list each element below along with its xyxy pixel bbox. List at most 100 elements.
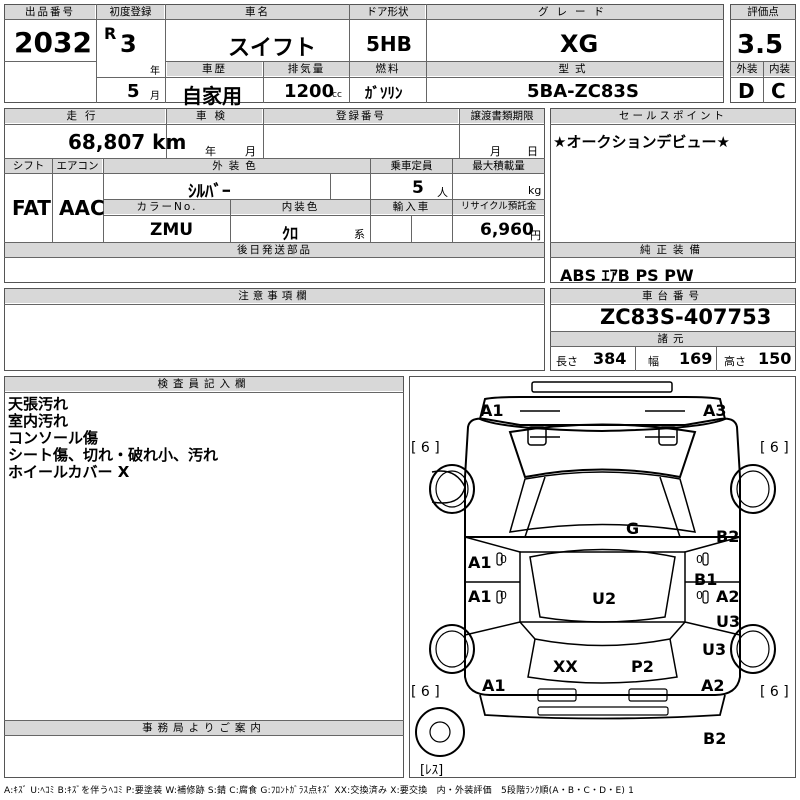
lot-number: 2032 bbox=[14, 26, 92, 59]
car-outline bbox=[415, 381, 776, 757]
remark-line: 天張汚れ bbox=[8, 395, 69, 413]
label-fr-bumper: A3 bbox=[703, 401, 727, 420]
remark-line: シート傷、切れ・破れ小、汚れ bbox=[8, 446, 219, 464]
sales-point-block bbox=[550, 108, 796, 283]
label-no-spare: [ﾚｽ] bbox=[420, 763, 444, 778]
transfer-day-unit: 日 bbox=[527, 145, 538, 158]
capacity-label: 乗車定員 bbox=[371, 159, 452, 173]
door-type: 5HB bbox=[366, 32, 412, 56]
fuel: ｶﾞｿﾘﾝ bbox=[365, 84, 403, 102]
chassis-number: ZC83S-407753 bbox=[600, 305, 772, 329]
transfer-month-unit: 月 bbox=[490, 145, 501, 158]
inspector-label: 検査員記入欄 bbox=[5, 377, 403, 391]
first-reg-label: 初度登録 bbox=[97, 5, 164, 19]
color-no-label: カラーNo. bbox=[104, 200, 230, 214]
mark-zero: 0 bbox=[500, 589, 507, 602]
ext-color: ｼﾙﾊﾞｰ bbox=[188, 182, 231, 202]
equipment-label: 純正装備 bbox=[551, 243, 795, 257]
notes-block bbox=[4, 288, 545, 371]
label-tire-fr: [ 6 ] bbox=[760, 440, 789, 456]
month-unit: 月 bbox=[150, 91, 160, 102]
car-name: スイフト bbox=[228, 36, 317, 61]
door-label: ドア形状 bbox=[350, 5, 425, 19]
model-code-label: 型式 bbox=[427, 62, 723, 76]
label-r-pillar: B1 bbox=[694, 570, 718, 589]
label-roof-glass: G bbox=[626, 519, 640, 538]
car-history: 自家用 bbox=[182, 84, 242, 108]
recycle-label: リサイクル預託金 bbox=[453, 200, 544, 214]
score: 3.5 bbox=[737, 30, 784, 60]
length: 384 bbox=[593, 349, 627, 368]
grade-label: グレード bbox=[427, 5, 723, 19]
recycle-fee: 6,960 bbox=[480, 220, 534, 240]
capacity-unit: 人 bbox=[437, 186, 448, 199]
max-load-label: 最大積載量 bbox=[453, 159, 544, 173]
dims-label: 諸元 bbox=[551, 332, 795, 346]
label-rear-r: A2 bbox=[701, 676, 725, 695]
label-r-front-door: B2 bbox=[716, 527, 740, 546]
label-trunk-r: P2 bbox=[631, 657, 654, 676]
remark-line: 室内汚れ bbox=[8, 412, 69, 430]
chassis-block bbox=[550, 288, 796, 371]
era: R bbox=[104, 24, 117, 43]
first-reg-month: 5 bbox=[127, 81, 140, 102]
int-color: ｸﾛ bbox=[282, 224, 299, 243]
later-parts-label: 後日発送部品 bbox=[5, 243, 544, 257]
int-color-unit: 系 bbox=[354, 228, 365, 241]
color-no: ZMU bbox=[150, 220, 194, 240]
label-r-quarter: U3 bbox=[702, 640, 727, 659]
shift-label: シフト bbox=[5, 159, 52, 173]
int-color-label: 内装色 bbox=[231, 200, 370, 214]
reg-no-label: 登録番号 bbox=[264, 109, 458, 123]
import-label: 輸入車 bbox=[371, 200, 452, 214]
office-label: 事務局よりご案内 bbox=[5, 721, 403, 735]
width-label: 幅 bbox=[648, 355, 659, 368]
history-label: 車歴 bbox=[167, 62, 262, 76]
int-score: C bbox=[771, 79, 786, 103]
score-label: 評価点 bbox=[731, 5, 795, 19]
height-label: 高さ bbox=[724, 355, 746, 368]
remark-line: コンソール傷 bbox=[8, 429, 99, 447]
inspector-remarks: 天張汚れ 室内汚れ コンソール傷 シート傷、切れ・破れ小、汚れ ホイールカバー … bbox=[8, 396, 218, 481]
label-roof-center: U2 bbox=[592, 589, 617, 608]
lot-label: 出品番号 bbox=[5, 5, 95, 19]
label-tire-rl: [ 6 ] bbox=[411, 684, 440, 700]
car-name-label: 車名 bbox=[166, 5, 349, 19]
label-trunk-l: XX bbox=[553, 657, 578, 676]
model-code: 5BA-ZC83S bbox=[527, 81, 639, 102]
inspection-year-unit: 年 bbox=[205, 145, 216, 158]
inspection-month-unit: 月 bbox=[245, 145, 256, 158]
label-rear-bumper: B2 bbox=[703, 729, 727, 748]
transfer-doc-label: 譲渡書類期限 bbox=[460, 109, 544, 123]
recycle-unit: 円 bbox=[530, 229, 541, 242]
sales-point-label: セールスポイント bbox=[551, 109, 795, 123]
mark-zero: 0 bbox=[500, 553, 507, 566]
height: 150 bbox=[758, 349, 792, 368]
aircon-label: エアコン bbox=[53, 159, 102, 173]
car-diagram: A1 A3 [ 6 ] [ 6 ] G B2 A1 B1 A1 A2 U2 U3… bbox=[409, 376, 796, 778]
mileage-label: 走行 bbox=[5, 109, 165, 123]
chassis-label: 車台番号 bbox=[551, 289, 795, 303]
grade: XG bbox=[560, 30, 599, 58]
header-block bbox=[4, 4, 724, 103]
shift-type: FAT bbox=[12, 196, 51, 220]
ext-score: D bbox=[738, 79, 755, 103]
label-r-rear-door-2: U3 bbox=[716, 612, 741, 631]
label-rear-l: A1 bbox=[482, 676, 506, 695]
mileage: 68,807 km bbox=[68, 130, 187, 154]
mark-zero: 0 bbox=[696, 553, 703, 566]
inspector-block bbox=[4, 376, 404, 778]
label-tire-fl: [ 6 ] bbox=[411, 440, 440, 456]
spec-block bbox=[4, 108, 545, 283]
fuel-label: 燃料 bbox=[350, 62, 426, 76]
int-score-label: 内装 bbox=[764, 62, 795, 76]
remark-line: ホイールカバー X bbox=[8, 463, 130, 481]
label-l-front-door: A1 bbox=[468, 553, 492, 572]
label-fl-bumper: A1 bbox=[480, 401, 504, 420]
aircon-type: AAC bbox=[59, 196, 105, 220]
length-label: 長さ bbox=[556, 355, 578, 368]
inspection-label: 車検 bbox=[167, 109, 262, 123]
displacement: 1200 bbox=[284, 81, 335, 102]
notes-label: 注意事項欄 bbox=[5, 289, 544, 303]
displacement-label: 排気量 bbox=[264, 62, 349, 76]
